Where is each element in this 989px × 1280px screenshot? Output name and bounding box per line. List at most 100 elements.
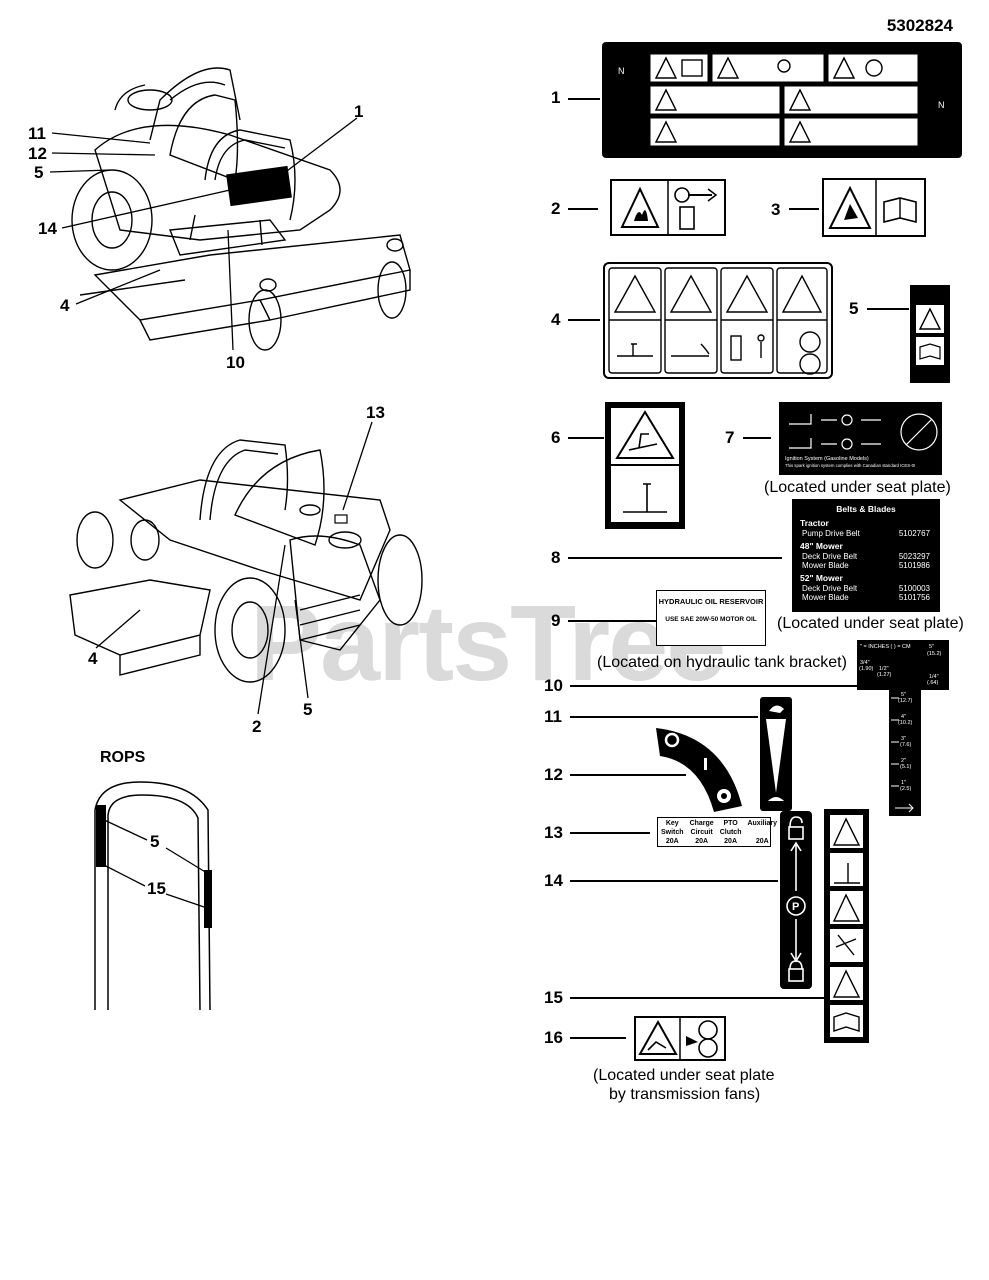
item-2-leader (568, 208, 598, 210)
decal-10-header: " = INCHES ( ) = CM (860, 644, 911, 650)
decal-8-row-5-value: 5101756 (898, 593, 930, 602)
decal-8-row-2-label: Deck Drive Belt (802, 552, 858, 561)
decal-10-m6: 1/4" (929, 674, 939, 680)
item-1-number: 1 (551, 88, 561, 107)
mid-leader-lines (95, 421, 373, 715)
decal-8-row-5: Mower Blade 5101756 (794, 593, 938, 602)
fuse-2-h2: Circuit (690, 829, 713, 836)
decal-9-title: HYDRAULIC OIL RESERVOIR (658, 597, 764, 606)
item-16-number: 16 (544, 1028, 563, 1047)
decal-1-right-N: N (938, 100, 945, 110)
decal-10-m3: (1.90) (859, 666, 874, 672)
callout-1: 1 (354, 102, 364, 121)
decal-1: N N (602, 42, 962, 158)
callout-5: 5 (34, 163, 44, 182)
decal-8-row-2: Deck Drive Belt 5023297 (794, 552, 938, 561)
callout-4: 4 (60, 296, 70, 315)
decal-2 (610, 179, 726, 236)
decal-16-caption-line-1: (Located under seat plate (593, 1067, 775, 1084)
decal-8-group-48: 48" Mower (800, 541, 843, 551)
decal-10-m4: 1/2" (879, 666, 889, 672)
item-10-number: 10 (544, 676, 563, 695)
item-6-number: 6 (551, 428, 561, 447)
item-11-number: 11 (544, 707, 562, 726)
decal-6 (605, 402, 685, 529)
decal-13-table: Key Charge PTO Auxiliary Switch Circuit … (658, 819, 780, 846)
decal-4 (603, 262, 833, 379)
item-12-number: 12 (544, 765, 563, 784)
item-4-number: 4 (551, 310, 561, 329)
rops-leader-lines (97, 817, 208, 909)
rabbit-icon (769, 705, 784, 713)
item-2-number: 2 (551, 199, 561, 218)
item-12-leader (570, 774, 686, 776)
decal-8-group-tractor: Tractor (800, 518, 829, 528)
decal-8-row-4-label: Deck Drive Belt (802, 584, 858, 593)
decal-16 (634, 1016, 726, 1061)
turtle-icon (768, 797, 784, 801)
decal-10-m10: 4" (901, 714, 906, 720)
item-8-number: 8 (551, 548, 561, 567)
item-8-leader (568, 557, 782, 559)
decal-14: P (780, 811, 812, 989)
decal-7-text: Ignition System (Gasoline Models) (785, 456, 869, 462)
item-16-leader (570, 1037, 626, 1039)
item-9-number: 9 (551, 611, 561, 630)
item-9-leader (568, 620, 656, 622)
rops-callout-5: 5 (150, 832, 160, 851)
decal-10-m1: (15.2) (927, 651, 942, 657)
decal-11 (760, 697, 792, 811)
decal-15 (824, 809, 869, 1043)
item-14-number: 14 (544, 871, 563, 890)
decal-8-row-3: Mower Blade 5101986 (794, 561, 938, 570)
item-11-leader (570, 716, 758, 718)
decal-8-row-4-value: 5100003 (898, 584, 930, 593)
park-p-icon: P (792, 901, 799, 913)
item-5-number: 5 (849, 299, 859, 318)
callout-11: 11 (28, 124, 46, 143)
callout-2: 2 (252, 717, 262, 736)
fuse-4-value: 20A (755, 838, 769, 845)
decal-10-m2: 3/4" (860, 660, 870, 666)
decal-16-caption-line-2: by transmission fans) (609, 1086, 761, 1103)
decal-5 (910, 285, 950, 383)
decal-7-caption: (Located under seat plate) (764, 479, 951, 496)
decal-8-row-5-label: Mower Blade (802, 593, 849, 602)
decal-8-title: Belts & Blades (836, 504, 896, 514)
decal-12 (656, 728, 742, 812)
top-leader-lines (49, 117, 358, 351)
item-10-leader (570, 685, 866, 687)
callout-10: 10 (226, 353, 245, 372)
callout-5b: 5 (303, 700, 313, 719)
decal-8-row-1-value: 5102767 (898, 529, 930, 538)
decal-10-m11: (10.2) (898, 720, 913, 726)
fuse-1-value: 20A (665, 838, 679, 845)
decal-8-caption: (Located under seat plate) (777, 615, 964, 632)
decal-10-m7: (.64) (927, 680, 938, 686)
callout-12: 12 (28, 144, 47, 163)
callout-14: 14 (38, 219, 57, 238)
decal-13: Key Charge PTO Auxiliary Switch Circuit … (657, 817, 777, 847)
decal-10-m8: 5" (901, 692, 906, 698)
fuse-1-h2: Switch (661, 829, 684, 836)
decal-8: Belts & Blades Tractor Pump Drive Belt 5… (792, 499, 940, 612)
decal-8-row-3-value: 5101986 (898, 561, 930, 570)
decal-7: Ignition System (Gasoline Models) This s… (779, 402, 942, 475)
decal-10: " = INCHES ( ) = CM 5" (15.2) 3/4" (1.90… (857, 640, 949, 816)
decal-10-m12: 3" (901, 736, 906, 742)
decal-10-m13: (7.6) (900, 742, 911, 748)
mower-rear-view-drawing (69, 439, 423, 683)
decal-10-m0: 5" (929, 644, 934, 650)
decal-8-row-3-label: Mower Blade (802, 561, 849, 570)
item-6-leader (568, 437, 604, 439)
decal-9-caption: (Located on hydraulic tank bracket) (597, 654, 847, 671)
fuse-4-h2 (744, 828, 780, 837)
item-15-number: 15 (544, 988, 563, 1007)
mower-front-view-drawing (71, 67, 411, 351)
decal-8-row-1: Pump Drive Belt 5102767 (794, 529, 938, 538)
decal-10-m9: (12.7) (898, 698, 913, 704)
item-3-number: 3 (771, 200, 781, 219)
item-1-leader (568, 98, 600, 100)
item-13-leader (570, 832, 650, 834)
decal-10-m16: 1" (901, 780, 906, 786)
